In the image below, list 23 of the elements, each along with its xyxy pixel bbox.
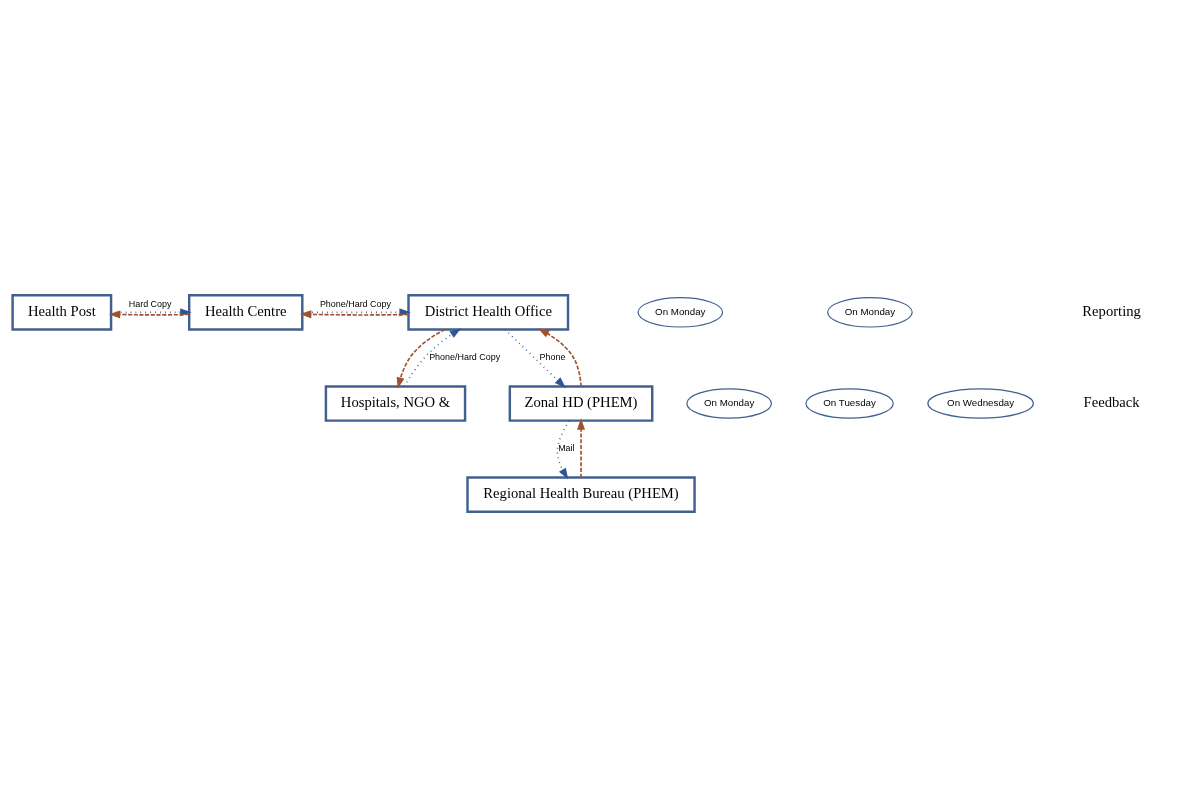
edge-label: Phone/Hard Copy: [319, 298, 391, 309]
node-ellipse: On Tuesday: [805, 387, 894, 419]
node-ellipse: On Monday: [827, 296, 913, 328]
node-box: Health Post: [11, 293, 113, 331]
arrow: [504, 328, 566, 388]
arrow: [396, 328, 446, 389]
node-ellipse: On Monday: [637, 296, 724, 328]
legend-label: Reporting: [1082, 302, 1141, 319]
arrow: [556, 419, 570, 479]
node-box: Zonal HD (PHEM): [508, 384, 654, 422]
node-box: Health Centre: [187, 293, 304, 331]
node-box: Hospitals, NGO &: [324, 384, 467, 422]
edge-label: Mail: [558, 442, 575, 453]
edge-label: Phone: [539, 351, 566, 362]
node-ellipse: On Wednesday: [927, 387, 1034, 419]
edge-label: Phone/Hard Copy: [429, 351, 501, 362]
arrow: [537, 327, 582, 387]
edge-label: Hard Copy: [128, 298, 172, 309]
node-box: District Health Office: [407, 293, 570, 331]
legend-label: Feedback: [1083, 393, 1140, 410]
node-box: Regional Health Bureau (PHEM): [466, 475, 696, 513]
arrow: [577, 417, 586, 478]
node-ellipse: On Monday: [686, 387, 772, 419]
